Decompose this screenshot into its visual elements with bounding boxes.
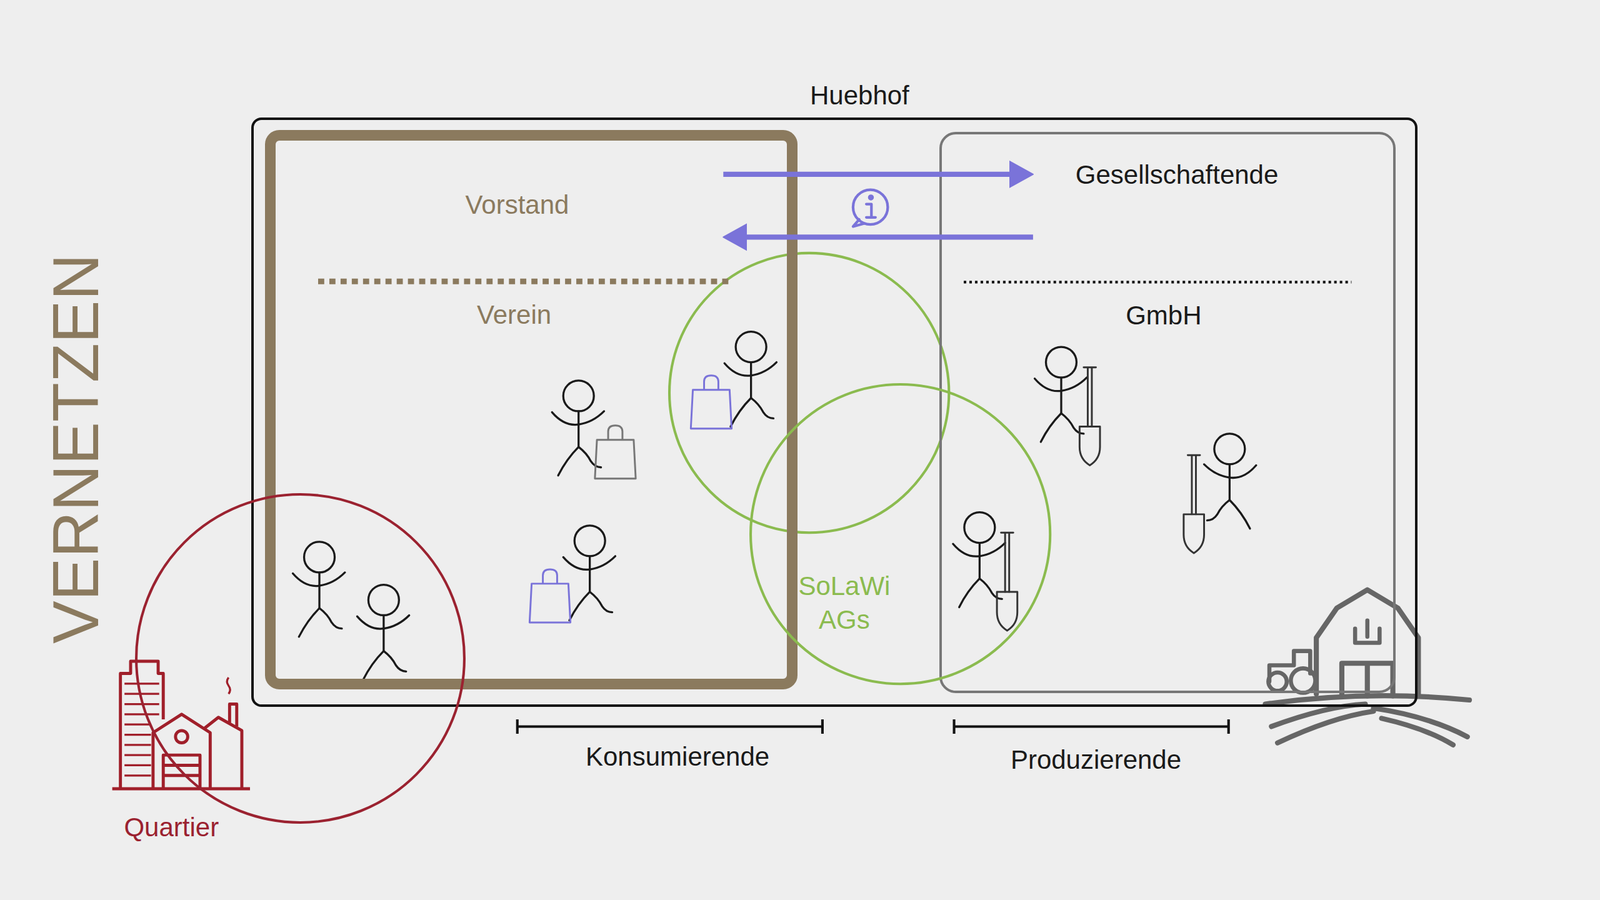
smoke: [226, 677, 230, 694]
house-window: [175, 730, 189, 744]
chimney: [229, 704, 237, 727]
info-arrow: [741, 234, 1034, 240]
info-dot: [869, 195, 873, 199]
node-label: Gesellschaftende: [1013, 158, 1340, 193]
stick-figure: [1204, 433, 1257, 529]
stick-figure: [724, 331, 777, 427]
group-box: VorstandVerein GesellschaftendeGmbH SoLaWi…: [251, 117, 1418, 708]
shovel: [1079, 367, 1100, 466]
section-band: Gesellschaftende: [1033, 152, 1352, 288]
shopping-bag: [690, 375, 732, 429]
house-outline: [153, 714, 210, 789]
node-label: Verein: [386, 298, 642, 333]
shopping-bag: [595, 425, 636, 479]
page-title: VERNETZEN: [34, 253, 119, 644]
field-furrow: [1381, 718, 1454, 745]
node-label: Huebhof: [731, 78, 987, 113]
info-glyph: [866, 204, 876, 218]
stick-figure: [563, 525, 615, 621]
circle-outline: [749, 383, 1052, 685]
group-circle: Quartier: [135, 493, 466, 824]
circle-border: [750, 384, 1050, 684]
barn-loft: [1355, 620, 1380, 644]
house-outline: [204, 717, 242, 789]
tower-outline: [120, 661, 164, 788]
group-circle: SoLaWi AGs: [749, 383, 1052, 685]
band-divider: [318, 151, 724, 287]
circle-outline: [135, 493, 466, 824]
shovel: [996, 532, 1018, 631]
stick-figure: [293, 541, 345, 637]
info-icon: [853, 190, 889, 227]
group-box: VorstandVerein: [265, 130, 798, 690]
dotted-divider: [318, 278, 729, 285]
field-furrow: [1373, 708, 1468, 737]
info-arrow: [723, 171, 1015, 177]
info-bubble-tail: [853, 219, 865, 227]
range-label: Produzierende: [943, 743, 1250, 778]
range-label: Konsumierende: [524, 740, 831, 775]
dotted-divider: [963, 280, 1352, 284]
ground-line: [112, 787, 250, 791]
tractor-wheel: [1290, 668, 1315, 693]
group-box: GesellschaftendeGmbH: [939, 131, 1396, 694]
node-label: Vorstand: [389, 188, 645, 223]
tractor-wheel: [1268, 672, 1287, 691]
shovel: [1183, 455, 1205, 554]
stick-figure: [356, 585, 409, 680]
shopping-bag: [529, 569, 570, 623]
section-band: Vorstand: [318, 151, 724, 287]
farm-icon: [1265, 590, 1470, 745]
range-bracket: [954, 719, 1229, 734]
node-label: SoLaWi AGs: [793, 569, 895, 638]
solawi-circle: [669, 253, 949, 533]
range-bracket: [517, 719, 823, 734]
field-furrow: [1277, 711, 1374, 744]
node-label: GmbH: [1036, 298, 1292, 334]
node-label: Quartier: [43, 810, 299, 845]
circle-border: [136, 494, 465, 823]
